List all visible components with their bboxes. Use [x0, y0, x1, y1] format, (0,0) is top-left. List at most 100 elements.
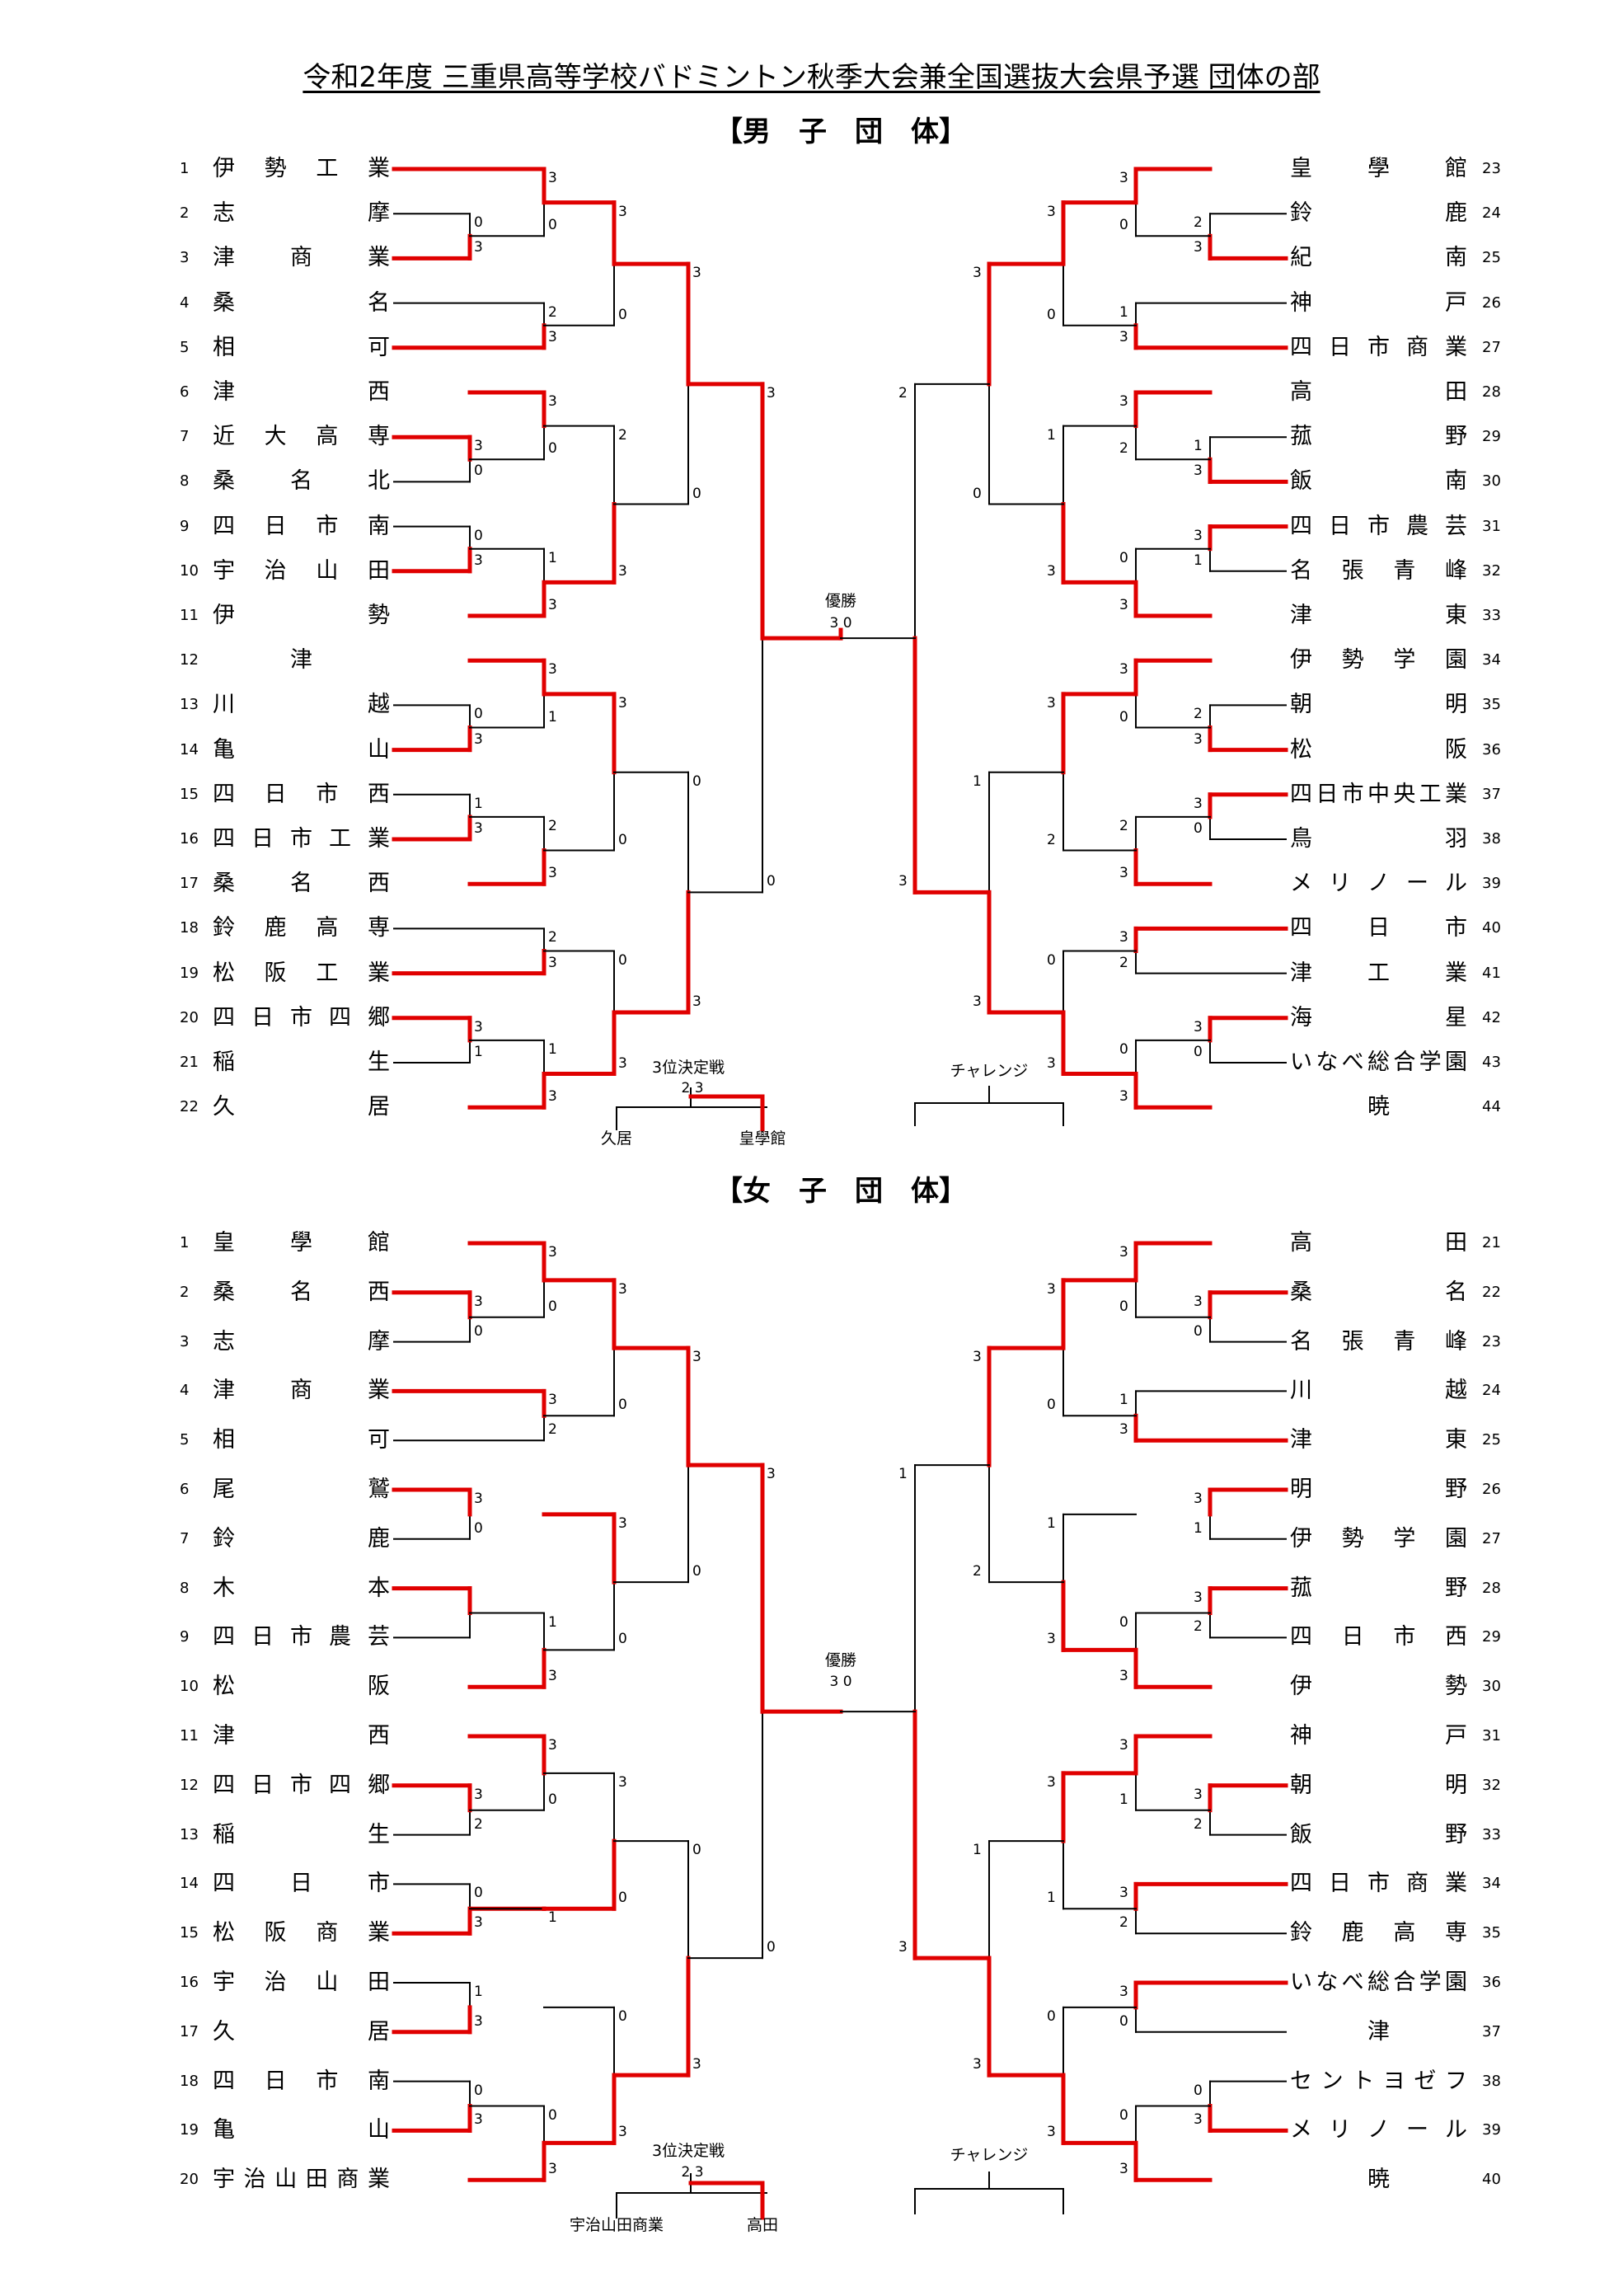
seed-number: 38: [1482, 2072, 1501, 2090]
match-score: 0: [1119, 1040, 1128, 1058]
team-name: 鈴鹿: [1290, 200, 1467, 227]
team-name: 四日市商業: [1290, 1871, 1467, 1897]
seed-number: 36: [1482, 1974, 1501, 1991]
match-score: 3: [618, 203, 627, 220]
final-label: 優勝: [824, 592, 856, 610]
seed-number: 21: [180, 1054, 199, 1071]
seed-number: 22: [1482, 1283, 1501, 1301]
match-score: 0: [474, 214, 483, 232]
match-score: 0: [1194, 1044, 1203, 1060]
match-score: 1: [548, 1909, 557, 1927]
seed-number: 11: [180, 1727, 199, 1744]
match-score: 3: [474, 438, 483, 455]
seed-number: 5: [180, 338, 190, 356]
match-score: 3: [548, 170, 557, 186]
match-score: 0: [548, 1791, 557, 1808]
match-score: 0: [548, 440, 557, 458]
seed-number: 8: [180, 1579, 190, 1597]
team-name: 鈴鹿: [213, 1525, 390, 1552]
match-score: 1: [973, 1842, 982, 1859]
match-score: 1: [548, 1613, 557, 1631]
seed-number: 37: [1482, 2022, 1501, 2040]
seed-number: 39: [1482, 2121, 1501, 2139]
team-name: 志摩: [213, 1328, 390, 1355]
match-score: 2: [1194, 1618, 1203, 1636]
match-score: 0: [618, 951, 627, 969]
team-name: 四日市農芸: [213, 1624, 390, 1650]
team-name: 桑名北: [213, 468, 390, 495]
team-name: 津商業: [213, 245, 390, 271]
match-score: 3: [1119, 597, 1128, 613]
seed-number: 25: [1482, 249, 1501, 267]
team-name: 鳥羽: [1290, 826, 1467, 852]
match-score: 2: [1119, 954, 1128, 971]
team-name: 海星: [1290, 1004, 1467, 1031]
seed-number: 18: [180, 2072, 199, 2090]
team-name: 津: [290, 647, 312, 674]
match-score: 3: [973, 265, 982, 282]
match-score: 2: [474, 1815, 483, 1833]
team-name: 桑名西: [213, 871, 390, 897]
page-title: 令和2年度 三重県高等学校バドミントン秋季大会兼全国選抜大会県予選 団体の部: [303, 61, 1320, 94]
match-score: 3: [1194, 2111, 1203, 2129]
team-name: 稲生: [213, 1049, 390, 1075]
match-score: 2: [1194, 706, 1203, 723]
seed-number: 23: [1482, 1332, 1501, 1350]
seed-number: 13: [180, 696, 199, 714]
match-score: 0: [548, 1298, 557, 1315]
match-score: 3: [898, 1939, 908, 1956]
seed-number: 40: [1482, 2171, 1501, 2189]
team-name: 伊勢学園: [1290, 1525, 1467, 1552]
team-name: 朝明: [1290, 1772, 1467, 1798]
match-score: 3: [1119, 1421, 1128, 1439]
match-score: 3: [1194, 1293, 1203, 1310]
seed-number: 37: [1482, 785, 1501, 803]
match-score: 2: [1194, 214, 1203, 232]
seed-number: 25: [1482, 1431, 1501, 1449]
match-score: 0: [1047, 2007, 1056, 2025]
seed-number: 35: [1482, 696, 1501, 714]
team-name: 紀南: [1290, 245, 1467, 271]
match-score: 3: [1119, 1668, 1128, 1685]
seed-number: 31: [1482, 517, 1501, 535]
third-place-score: 2 3: [681, 2164, 704, 2181]
match-score: 3: [692, 265, 701, 282]
match-score: 3: [1047, 563, 1056, 580]
match-score: 3: [1194, 795, 1203, 812]
match-score: 3: [474, 552, 483, 569]
seed-number: 15: [180, 785, 199, 803]
team-name: 菰野: [1290, 1575, 1467, 1601]
team-name: 近大高専: [213, 424, 390, 450]
seed-number: 33: [1482, 607, 1501, 624]
match-score: 0: [1194, 2082, 1203, 2099]
team-name: いなべ総合学園: [1290, 1049, 1467, 1075]
team-name: 朝明: [1290, 692, 1467, 718]
team-name: 四日市四郷: [213, 1772, 390, 1798]
match-score: 2: [898, 384, 908, 401]
match-score: 3: [548, 393, 557, 410]
seed-number: 27: [1482, 1529, 1501, 1547]
match-score: 3: [1119, 1984, 1128, 2000]
seed-number: 24: [1482, 1382, 1501, 1400]
match-score: 0: [1047, 951, 1056, 969]
third-place-label: 3位決定戦: [651, 1059, 725, 1077]
seed-number: 34: [1482, 1875, 1501, 1893]
team-name: 神戸: [1290, 289, 1467, 316]
match-score: 0: [618, 306, 627, 323]
match-score: 0: [1119, 708, 1128, 725]
team-name: 久居: [213, 2018, 390, 2045]
team-name: 鈴鹿高専: [1290, 1920, 1467, 1946]
team-name: 津東: [1290, 1427, 1467, 1453]
seed-number: 1: [180, 160, 190, 177]
seed-number: 1: [180, 1234, 190, 1251]
seed-number: 6: [180, 383, 190, 401]
seed-number: 20: [180, 2171, 199, 2189]
team-name: 伊勢: [1290, 1674, 1467, 1700]
match-score: 3: [1119, 1088, 1128, 1106]
match-score: 1: [474, 1044, 483, 1060]
seed-number: 31: [1482, 1727, 1501, 1744]
seed-number: 19: [180, 964, 199, 982]
match-score: 0: [474, 706, 483, 723]
seed-number: 14: [180, 740, 199, 758]
seed-number: 4: [180, 293, 190, 312]
